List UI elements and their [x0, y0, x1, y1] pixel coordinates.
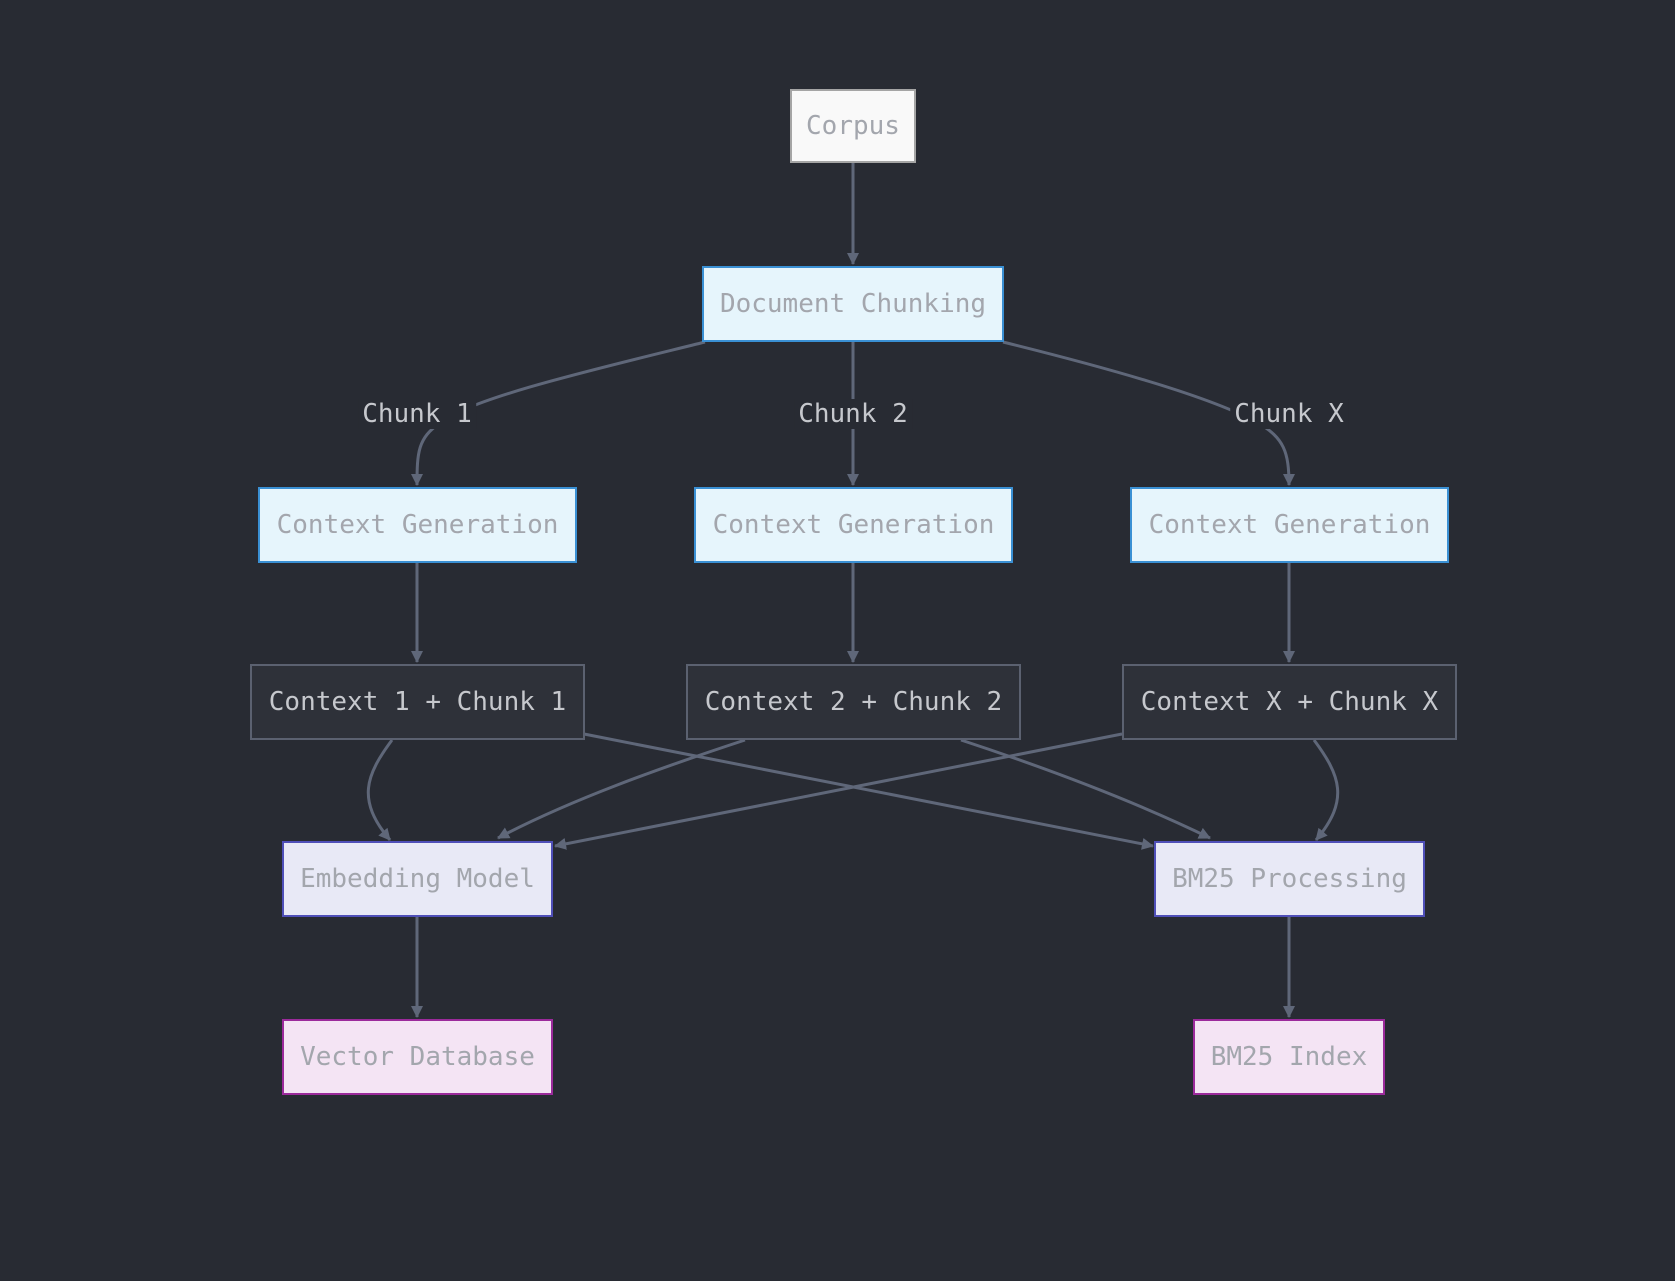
node-vector-database[interactable]: Vector Database: [282, 1019, 553, 1095]
node-bm25-index[interactable]: BM25 Index: [1193, 1019, 1385, 1095]
node-context-chunk-2[interactable]: Context 2 + Chunk 2: [686, 664, 1021, 740]
edge-context-chunk-1-to-embedding: [366, 739, 394, 841]
edge-label-chunk-x: Chunk X: [1230, 399, 1348, 429]
edge-context-chunk-2-to-embedding: [497, 738, 746, 840]
edge-chunking-to-context-generation-x: [1002, 340, 1295, 486]
node-context-generation-1[interactable]: Context Generation: [258, 487, 577, 563]
node-context-chunk-x[interactable]: Context X + Chunk X: [1122, 664, 1457, 740]
node-context-generation-2[interactable]: Context Generation: [694, 487, 1013, 563]
node-document-chunking[interactable]: Document Chunking: [702, 266, 1004, 342]
edge-context-chunk-2-to-bm25: [960, 738, 1211, 840]
node-corpus[interactable]: Corpus: [790, 89, 916, 163]
node-context-generation-x[interactable]: Context Generation: [1130, 487, 1449, 563]
edge-label-chunk-2: Chunk 2: [794, 399, 912, 429]
node-context-chunk-1[interactable]: Context 1 + Chunk 1: [250, 664, 585, 740]
node-embedding-model[interactable]: Embedding Model: [282, 841, 553, 917]
edge-context-chunk-x-to-bm25: [1312, 739, 1340, 841]
edge-context-chunk-1-to-bm25: [583, 732, 1154, 850]
edge-label-chunk-1: Chunk 1: [358, 399, 476, 429]
edge-context-chunk-x-to-embedding: [554, 732, 1123, 850]
node-bm25-processing[interactable]: BM25 Processing: [1154, 841, 1425, 917]
